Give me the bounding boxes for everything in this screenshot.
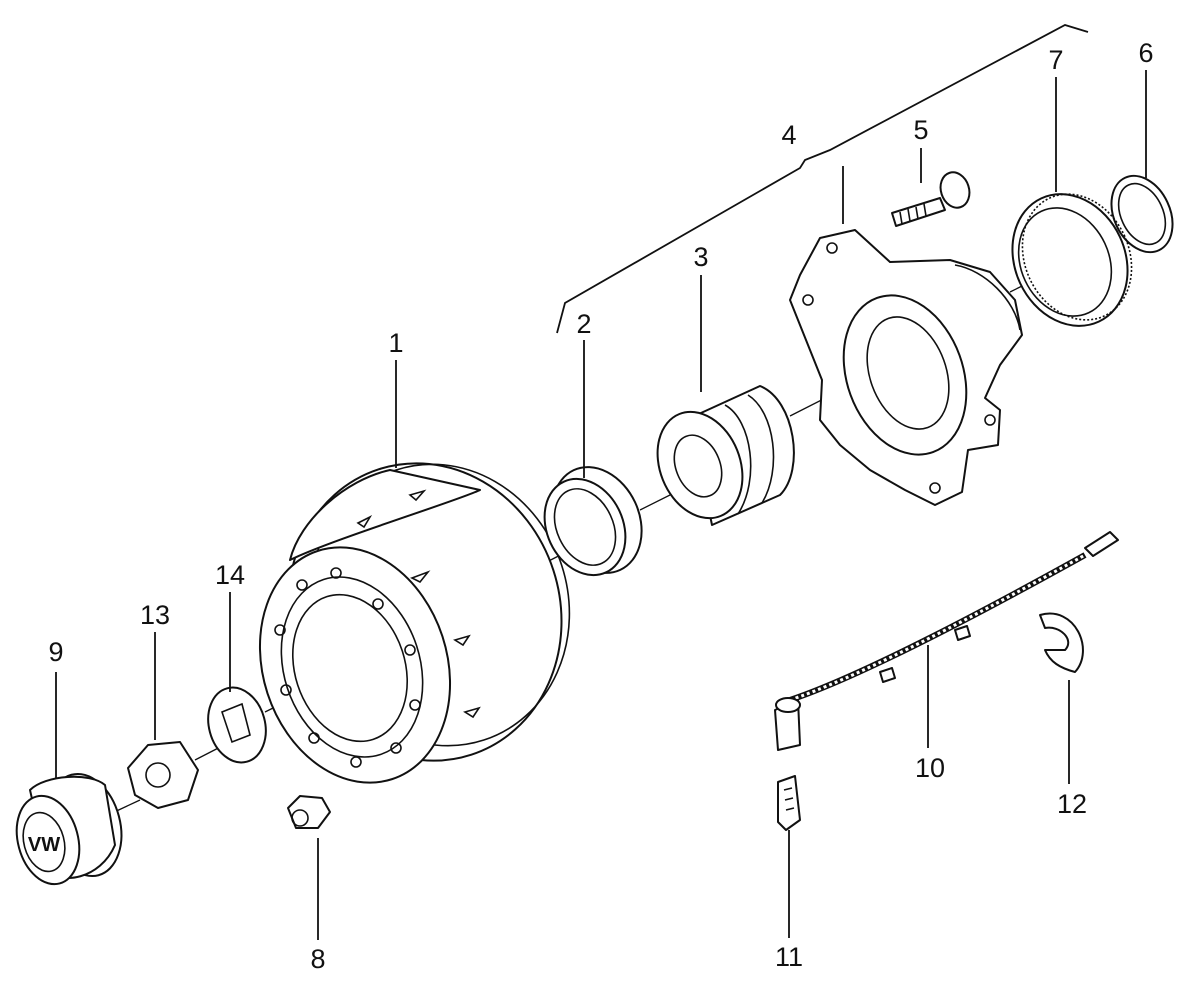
abs-sensor-cable [774, 531, 1119, 751]
callout-6: 6 [1138, 38, 1153, 68]
drum-bolt-holes [274, 567, 421, 768]
leader-lines [55, 70, 1147, 940]
callout-1: 1 [388, 328, 403, 358]
sensor-clip [777, 775, 801, 831]
abs-sensor-ring [1011, 193, 1133, 327]
hub-cap: VW [15, 772, 123, 886]
flange-nut [287, 795, 331, 829]
wheel-hub [789, 229, 1023, 506]
callout-10: 10 [915, 753, 945, 783]
callout-3: 3 [693, 242, 708, 272]
hub-stud-holes [802, 242, 996, 494]
retaining-clip [1039, 612, 1084, 673]
drum-cooling-ribs [356, 489, 481, 719]
brake-drum [258, 462, 571, 784]
axle-nut [127, 741, 199, 809]
callout-11: 11 [775, 942, 803, 972]
callout-5: 5 [913, 115, 928, 145]
callout-12: 12 [1057, 789, 1087, 819]
callout-14: 14 [215, 560, 245, 590]
callout-4: 4 [781, 120, 796, 150]
callout-2: 2 [576, 309, 591, 339]
group-bracket [556, 24, 1089, 334]
callout-labels: 1 2 3 4 5 6 7 8 9 10 11 12 13 14 [48, 38, 1153, 974]
bearing-ring [543, 466, 643, 577]
wheel-bolt [891, 171, 971, 227]
callout-7: 7 [1048, 45, 1063, 75]
callout-8: 8 [310, 944, 325, 974]
wheel-bearing [656, 385, 795, 526]
circlip-ring [1110, 174, 1174, 254]
thrust-washer [207, 686, 267, 764]
vw-emblem: VW [28, 834, 60, 856]
callout-9: 9 [48, 637, 63, 667]
callout-13: 13 [140, 600, 170, 630]
